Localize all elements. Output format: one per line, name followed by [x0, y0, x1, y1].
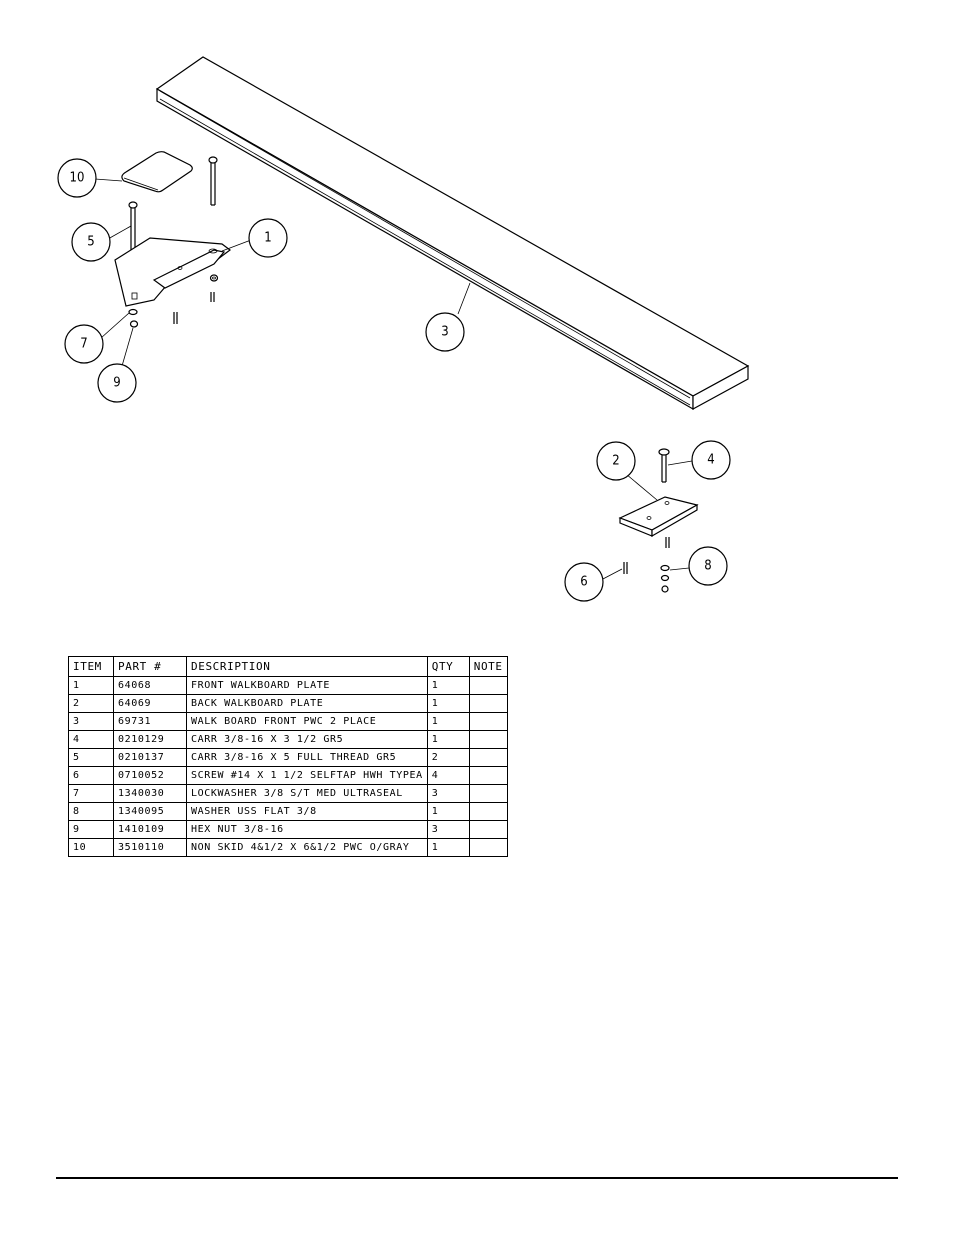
cell-item: 5 — [68, 748, 114, 767]
walkboard-drawing — [155, 56, 750, 411]
cell-note — [468, 838, 508, 857]
leader-lines — [94, 178, 693, 581]
callout-7: 7 — [64, 324, 104, 364]
cell-description: LOCKWASHER 3/8 S/T MED ULTRASEAL — [186, 784, 428, 803]
cell-part: 0710052 — [113, 766, 187, 785]
cell-description: WASHER USS FLAT 3/8 — [186, 802, 428, 821]
cell-part: 1340095 — [113, 802, 187, 821]
cell-note — [468, 712, 508, 731]
cell-item: 4 — [68, 730, 114, 749]
callout-10: 10 — [57, 158, 97, 198]
exploded-assembly-diagram: 10 5 1 3 7 9 2 4 6 8 — [57, 56, 750, 602]
cell-item: 10 — [68, 838, 114, 857]
cell-item: 8 — [68, 802, 114, 821]
cell-part: 0210129 — [113, 730, 187, 749]
parts-table-header: ITEM PART # DESCRIPTION QTY NOTE — [68, 656, 508, 677]
svg-text:3: 3 — [441, 325, 448, 340]
cell-item: 6 — [68, 766, 114, 785]
header-item: ITEM — [68, 656, 114, 677]
cell-qty: 1 — [426, 730, 470, 749]
svg-text:10: 10 — [70, 171, 85, 186]
footer-rule — [56, 1177, 898, 1179]
cell-item: 9 — [68, 820, 114, 839]
cell-description: HEX NUT 3/8-16 — [186, 820, 428, 839]
cell-note — [468, 694, 508, 713]
header-note: NOTE — [468, 656, 508, 677]
callout-3: 3 — [425, 312, 465, 352]
cell-qty: 1 — [426, 676, 470, 695]
cell-qty: 2 — [426, 748, 470, 767]
front-walkboard-plate-drawing — [114, 237, 231, 307]
cell-note — [468, 802, 508, 821]
callout-6: 6 — [564, 562, 604, 602]
carriage-bolt-4-drawing — [658, 448, 670, 483]
carriage-bolt-long-drawing — [208, 156, 218, 206]
cell-part: 1340030 — [113, 784, 187, 803]
cell-qty: 3 — [426, 784, 470, 803]
non-skid-pad-drawing — [121, 151, 193, 193]
cell-part: 64069 — [113, 694, 187, 713]
svg-text:1: 1 — [264, 231, 271, 246]
cell-item: 7 — [68, 784, 114, 803]
cell-note — [468, 748, 508, 767]
cell-qty: 1 — [426, 802, 470, 821]
cell-qty: 1 — [426, 694, 470, 713]
cell-part: 64068 — [113, 676, 187, 695]
cell-note — [468, 730, 508, 749]
plate-2-hardware-drawing — [623, 537, 670, 593]
back-walkboard-plate-drawing — [618, 496, 699, 538]
svg-text:8: 8 — [704, 559, 711, 574]
cell-description: NON SKID 4&1/2 X 6&1/2 PWC O/GRAY — [186, 838, 428, 857]
cell-description: FRONT WALKBOARD PLATE — [186, 676, 428, 695]
cell-part: 0210137 — [113, 748, 187, 767]
cell-description: WALK BOARD FRONT PWC 2 PLACE — [186, 712, 428, 731]
cell-description: CARR 3/8-16 X 5 FULL THREAD GR5 — [186, 748, 428, 767]
cell-qty: 3 — [426, 820, 470, 839]
cell-item: 2 — [68, 694, 114, 713]
cell-description: BACK WALKBOARD PLATE — [186, 694, 428, 713]
callout-5: 5 — [71, 222, 111, 262]
svg-text:4: 4 — [707, 453, 714, 468]
callout-4: 4 — [691, 440, 731, 480]
header-description: DESCRIPTION — [186, 656, 428, 677]
svg-text:2: 2 — [612, 454, 619, 469]
cell-qty: 1 — [426, 712, 470, 731]
header-part: PART # — [113, 656, 187, 677]
cell-part: 69731 — [113, 712, 187, 731]
cell-qty: 1 — [426, 838, 470, 857]
callout-8: 8 — [688, 546, 728, 586]
svg-text:9: 9 — [113, 376, 120, 391]
cell-note — [468, 766, 508, 785]
cell-item: 1 — [68, 676, 114, 695]
cell-description: SCREW #14 X 1 1/2 SELFTAP HWH TYPEA — [186, 766, 428, 785]
cell-qty: 4 — [426, 766, 470, 785]
plate-1-hardware-drawing — [128, 274, 219, 328]
cell-note — [468, 784, 508, 803]
cell-part: 1410109 — [113, 820, 187, 839]
svg-text:6: 6 — [580, 575, 587, 590]
cell-part: 3510110 — [113, 838, 187, 857]
svg-text:7: 7 — [80, 337, 87, 352]
callout-2: 2 — [596, 441, 636, 481]
cell-description: CARR 3/8-16 X 3 1/2 GR5 — [186, 730, 428, 749]
svg-text:5: 5 — [87, 235, 94, 250]
cell-note — [468, 820, 508, 839]
cell-item: 3 — [68, 712, 114, 731]
callout-1: 1 — [248, 218, 288, 258]
callout-9: 9 — [97, 363, 137, 403]
cell-note — [468, 676, 508, 695]
header-qty: QTY — [426, 656, 470, 677]
